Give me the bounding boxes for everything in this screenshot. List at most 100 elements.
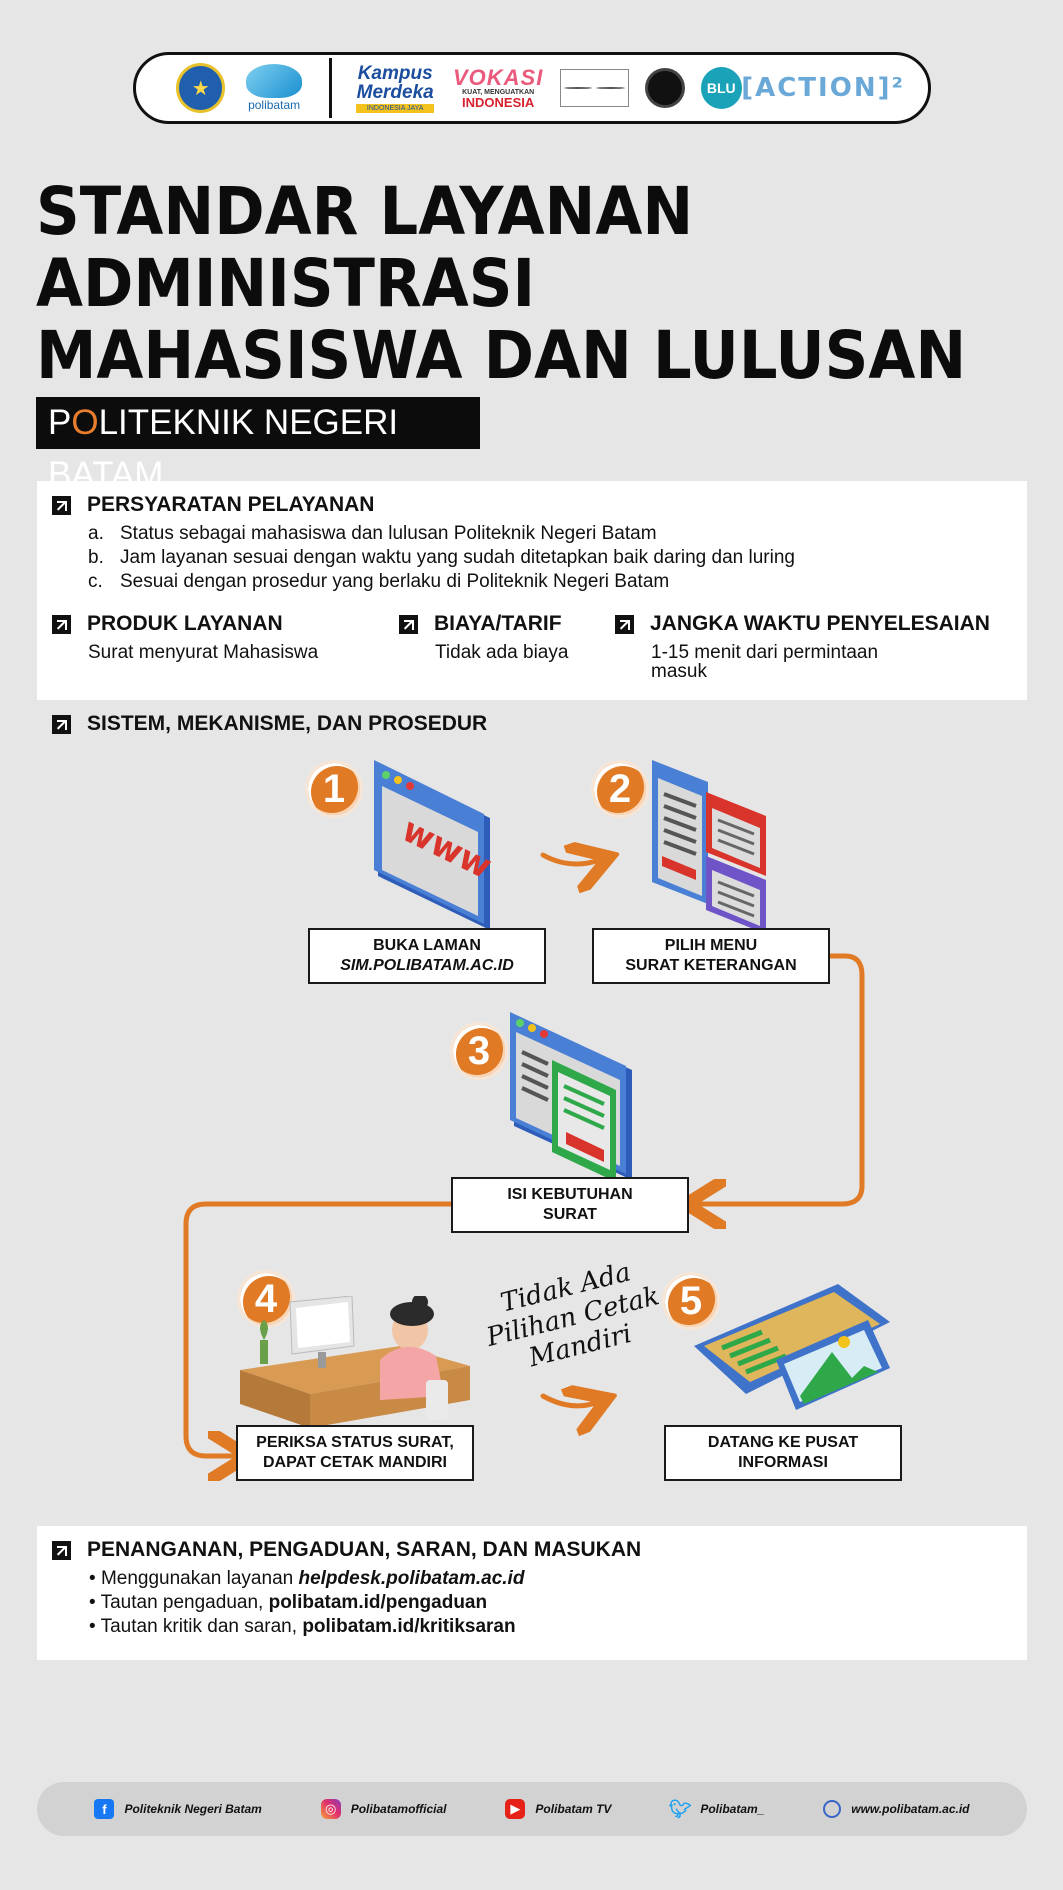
vokasi-logo: VOKASI KUAT, MENGUATKAN INDONESIA xyxy=(453,67,544,110)
arrow-up-right-icon xyxy=(52,614,71,634)
step-4-box: PERIKSA STATUS SURAT, DAPAT CETAK MANDIR… xyxy=(236,1425,474,1481)
jangka-text-line-1: 1-15 menit dari permintaan xyxy=(651,642,879,663)
service-info-panel: PERSYARATAN PELAYANAN a. Status sebagai … xyxy=(37,481,1027,700)
persyaratan-item: a. Status sebagai mahasiswa dan lulusan … xyxy=(88,523,657,545)
list-text: Jam layanan sesuai dengan waktu yang sud… xyxy=(120,547,795,568)
browser-window-icon: www xyxy=(374,760,498,930)
list-text: Sesuai dengan prosedur yang berlaku di P… xyxy=(120,571,670,592)
kritiksaran-link[interactable]: polibatam.id/kritiksaran xyxy=(302,1616,516,1637)
jangka-heading: JANGKA WAKTU PENYELESAIAN xyxy=(615,612,990,636)
list-marker: a. xyxy=(88,523,104,544)
subtitle-part-1: P xyxy=(48,403,72,442)
facebook-icon: f xyxy=(94,1799,115,1819)
person-at-desk-icon xyxy=(240,1296,470,1428)
kampus-merdeka-text-2: Merdeka xyxy=(356,81,434,103)
polibatam-logo: polibatam xyxy=(241,64,306,112)
kan-seal-icon xyxy=(596,87,625,89)
footer-instagram[interactable]: ◎ Polibatamofficial xyxy=(320,1799,447,1819)
action-logo: [ACTION]² xyxy=(741,73,905,103)
globe-icon xyxy=(823,1800,842,1818)
footer-youtube-text: Polibatam TV xyxy=(535,1802,612,1816)
produk-heading: PRODUK LAYANAN xyxy=(52,612,283,636)
arrow-up-right-icon xyxy=(399,614,418,634)
step-3-badge: 3 xyxy=(450,1022,508,1080)
vokasi-text-3: INDONESIA xyxy=(462,95,535,110)
complaint-panel: PENANGANAN, PENGADUAN, SARAN, DAN MASUKA… xyxy=(37,1526,1027,1660)
penanganan-item: • Tautan pengaduan, polibatam.id/pengadu… xyxy=(89,1592,487,1614)
jangka-text-line-2: masuk xyxy=(651,661,707,682)
step-3-line-1: ISI KEBUTUHAN xyxy=(507,1186,633,1203)
information-window-icon xyxy=(694,1284,890,1410)
logo-bar: ★ polibatam Kampus Merdeka INDONESIA JAY… xyxy=(133,52,931,124)
form-window-icon xyxy=(510,1012,632,1182)
title-line-3: MAHASISWA DAN LULUSAN xyxy=(36,317,967,394)
arrow-up-right-icon xyxy=(52,495,71,515)
footer-instagram-text: Polibatamofficial xyxy=(350,1802,447,1816)
instagram-icon: ◎ xyxy=(320,1799,341,1819)
bullet: • xyxy=(89,1592,96,1613)
arrow-up-right-icon xyxy=(52,1540,71,1560)
step-3-box: ISI KEBUTUHAN SURAT xyxy=(451,1177,689,1233)
step-1-box: BUKA LAMAN SIM.POLIBATAM.AC.ID xyxy=(308,928,546,984)
logo-divider xyxy=(328,58,332,118)
step-1-line-2: SIM.POLIBATAM.AC.ID xyxy=(340,957,514,974)
sistem-heading-text: SISTEM, MEKANISME, DAN PROSEDUR xyxy=(87,712,488,735)
iso-certification-logo xyxy=(559,69,629,107)
subtitle-accent-letter: O xyxy=(71,403,99,442)
youtube-icon: ▶ xyxy=(505,1799,526,1819)
connector-step3-to-step4 xyxy=(183,1201,452,1456)
kampus-merdeka-text-1: Kampus xyxy=(357,62,433,84)
arrow-up-right-icon xyxy=(615,614,634,634)
institution-subtitle: POLITEKNIK NEGERI BATAM xyxy=(36,397,480,494)
step-4-line-2: DAPAT CETAK MANDIRI xyxy=(263,1454,447,1471)
produk-text: Surat menyurat Mahasiswa xyxy=(88,642,319,663)
produk-heading-text: PRODUK LAYANAN xyxy=(87,612,283,635)
step-1-line-1: BUKA LAMAN xyxy=(373,937,481,954)
menu-windows-icon xyxy=(652,760,766,934)
footer-youtube[interactable]: ▶ Polibatam TV xyxy=(505,1799,611,1819)
step-5-line-2: INFORMASI xyxy=(738,1454,828,1471)
persyaratan-item: c. Sesuai dengan prosedur yang berlaku d… xyxy=(88,571,669,593)
footer-website[interactable]: www.polibatam.ac.id xyxy=(823,1800,970,1818)
persyaratan-heading: PERSYARATAN PELAYANAN xyxy=(52,493,374,517)
jangka-heading-text: JANGKA WAKTU PENYELESAIAN xyxy=(650,612,990,635)
footer-website-text: www.polibatam.ac.id xyxy=(851,1802,970,1816)
bullet-text: Tautan kritik dan saran, xyxy=(100,1616,303,1637)
footer-facebook[interactable]: f Politeknik Negeri Batam xyxy=(94,1799,262,1819)
iso-seal-icon xyxy=(563,87,593,89)
connector-step2-to-step3 xyxy=(696,953,865,1204)
list-marker: b. xyxy=(88,547,104,568)
penanganan-heading: PENANGANAN, PENGADUAN, SARAN, DAN MASUKA… xyxy=(52,1538,641,1562)
biaya-heading: BIAYA/TARIF xyxy=(399,612,562,636)
step-5-badge: 5 xyxy=(662,1272,720,1330)
polibatam-swirl-icon xyxy=(246,64,303,98)
step-4-line-1: PERIKSA STATUS SURAT, xyxy=(256,1434,454,1451)
footer-twitter[interactable]: 🐦︎ Polibatam_ xyxy=(669,1799,764,1819)
step-2-badge: 2 xyxy=(591,760,649,818)
social-footer: f Politeknik Negeri Batam ◎ Polibatamoff… xyxy=(37,1782,1027,1836)
step-5-line-1: DATANG KE PUSAT xyxy=(707,1434,859,1451)
step-3-line-2: SURAT xyxy=(543,1206,597,1223)
title-line-1: STANDAR LAYANAN xyxy=(36,173,694,250)
footer-facebook-text: Politeknik Negeri Batam xyxy=(124,1802,262,1816)
bullet: • xyxy=(89,1616,96,1637)
arrow-handwritten xyxy=(540,1396,598,1406)
kampus-merdeka-text-3: INDONESIA JAYA xyxy=(356,103,435,113)
page-title: STANDAR LAYANAN ADMINISTRASI MAHASISWA D… xyxy=(36,176,966,392)
arrow-step1-to-step2 xyxy=(540,855,600,864)
step-5-box: DATANG KE PUSAT INFORMASI xyxy=(664,1425,902,1481)
persyaratan-heading-text: PERSYARATAN PELAYANAN xyxy=(87,493,375,516)
step-1-badge: 1 xyxy=(305,760,363,818)
step-2-box: PILIH MENU SURAT KETERANGAN xyxy=(592,928,830,984)
list-text: Status sebagai mahasiswa dan lulusan Pol… xyxy=(120,523,657,544)
bullet-text: Tautan pengaduan, xyxy=(100,1592,269,1613)
polibatam-logo-text: polibatam xyxy=(248,98,301,112)
vokasi-text-2: KUAT, MENGUATKAN xyxy=(462,89,535,96)
biaya-heading-text: BIAYA/TARIF xyxy=(434,612,562,635)
sistem-heading: SISTEM, MEKANISME, DAN PROSEDUR xyxy=(52,712,487,736)
pengaduan-link[interactable]: polibatam.id/pengaduan xyxy=(268,1592,488,1613)
helpdesk-link[interactable]: helpdesk.polibatam.ac.id xyxy=(298,1568,525,1589)
title-line-2: ADMINISTRASI xyxy=(36,245,536,322)
arrow-up-right-icon xyxy=(52,714,71,734)
